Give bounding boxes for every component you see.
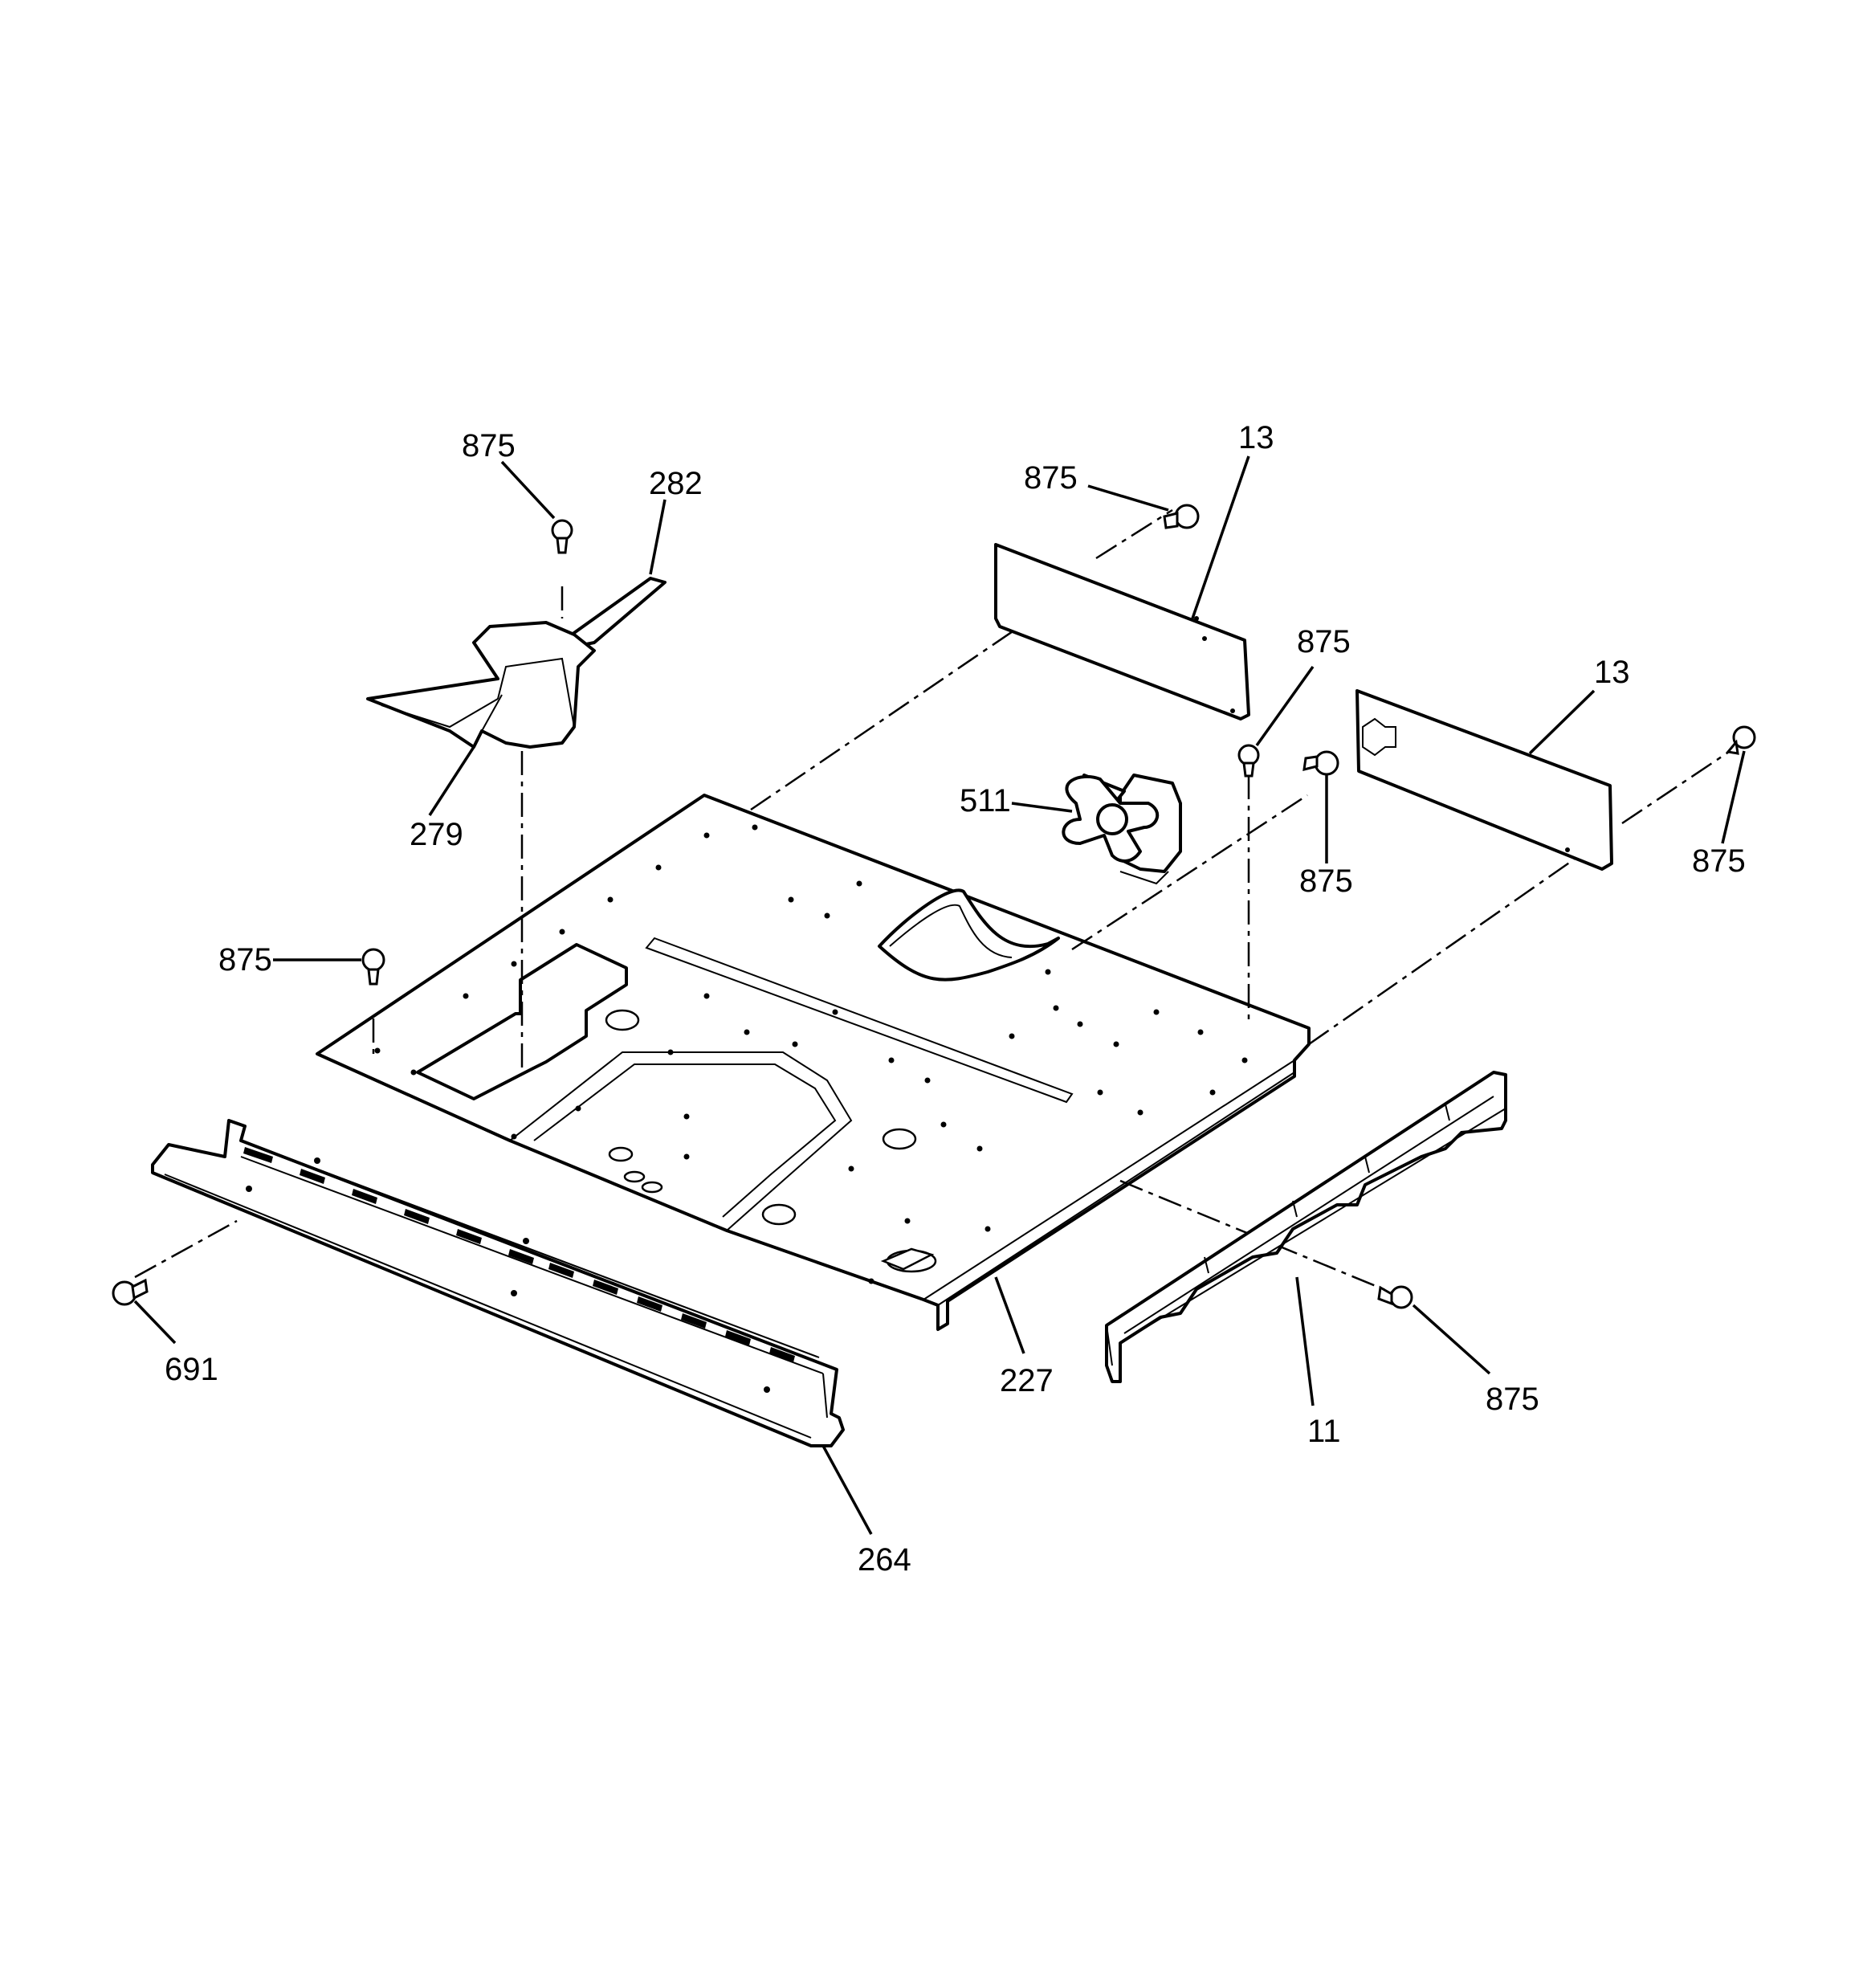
- part-labels: 875 282 279 875 13 875 511 875 13 875 87…: [165, 420, 1746, 1578]
- label-282: 282: [649, 466, 703, 501]
- screw-icon: [112, 1278, 149, 1306]
- label-13-a: 13: [1238, 420, 1274, 455]
- air-duct: [366, 577, 667, 749]
- label-11: 11: [1307, 1414, 1341, 1449]
- screw-icon: [551, 519, 573, 554]
- screw-icon: [1726, 725, 1756, 755]
- pan-holes: [374, 824, 1248, 1284]
- trim-slots: [243, 1147, 795, 1362]
- panel-a: [994, 543, 1250, 720]
- screw-icon: [1377, 1285, 1413, 1309]
- panel-b-cutout: [1362, 717, 1396, 757]
- label-227: 227: [1000, 1363, 1054, 1398]
- label-875-top-left: 875: [462, 428, 516, 463]
- label-875-panel-a: 875: [1024, 460, 1078, 496]
- base-pan: [316, 794, 1311, 1331]
- screws: [112, 504, 1756, 1309]
- label-691: 691: [165, 1352, 218, 1387]
- label-264: 264: [858, 1542, 911, 1578]
- side-rail: [1105, 1071, 1507, 1383]
- duct-body: [366, 621, 596, 749]
- label-13-b: 13: [1594, 655, 1630, 690]
- label-875-center: 875: [1297, 624, 1351, 659]
- front-trim: [151, 1119, 845, 1447]
- fan-bump: [878, 888, 1060, 982]
- label-875-left-floor: 875: [218, 942, 272, 978]
- screw-icon: [1302, 750, 1339, 776]
- panel-b: [1355, 689, 1613, 871]
- label-511: 511: [960, 783, 1011, 818]
- label-279: 279: [410, 817, 463, 852]
- label-875-right: 875: [1692, 843, 1746, 879]
- duct-outlet: [570, 577, 667, 648]
- screw-icon: [361, 948, 385, 986]
- leader-lines: [133, 455, 1746, 1535]
- label-875-rail: 875: [1486, 1382, 1539, 1417]
- screw-icon: [1237, 744, 1260, 778]
- screw-icon: [1163, 504, 1200, 529]
- fan-motor: [1062, 774, 1182, 885]
- pan-oval-slot: [880, 1247, 935, 1271]
- label-875-center-lower: 875: [1299, 863, 1353, 899]
